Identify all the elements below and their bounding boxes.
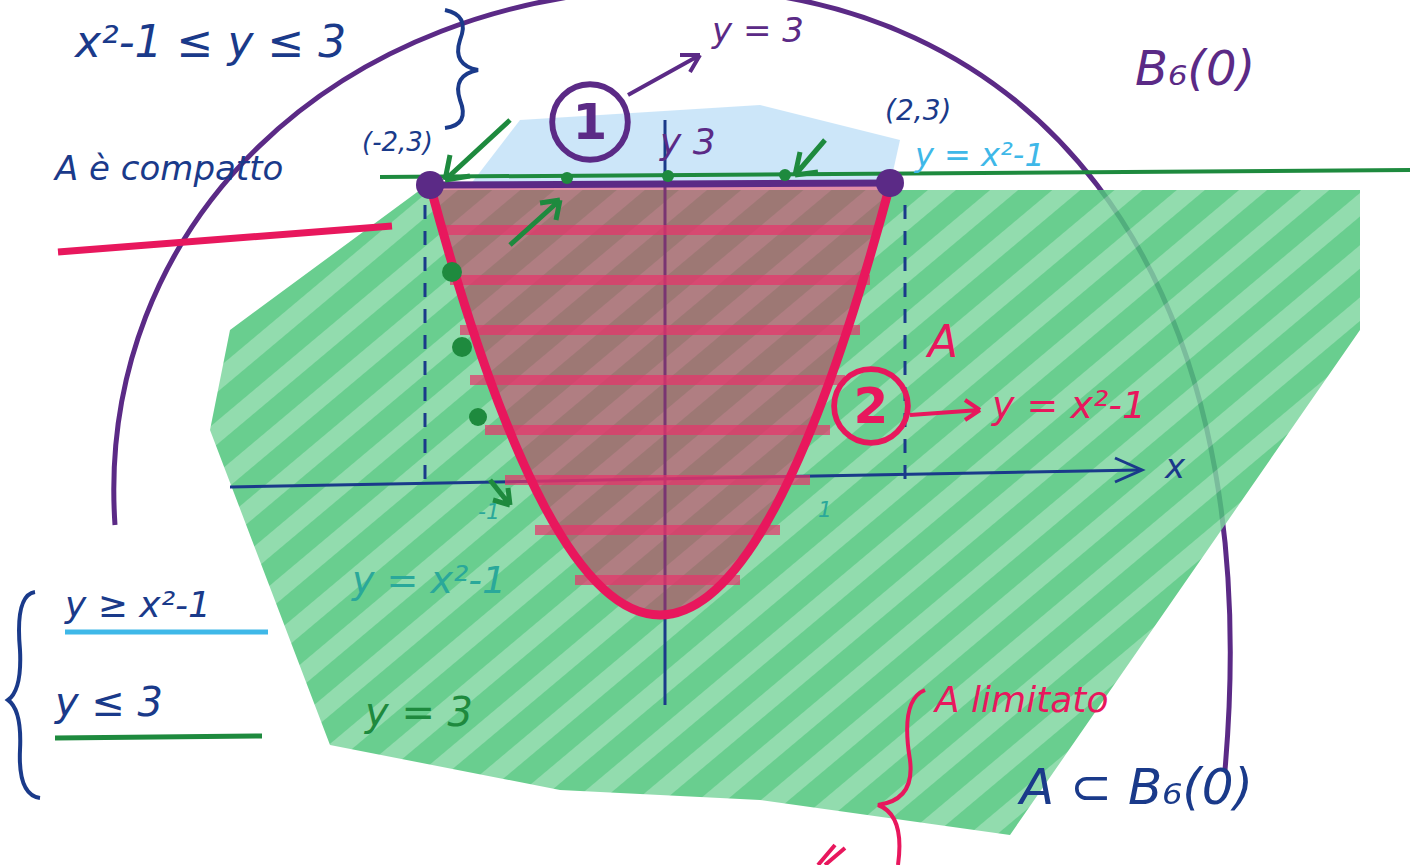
circled-number: 2 [830,365,912,447]
inequality: y ≥ x²-1 [65,585,211,625]
ball-label: B₆(0) [1135,42,1255,95]
equation-label: y = x²-1 [352,560,506,602]
point-label: (-2,3) [362,128,433,157]
equation-label: y 3 [660,122,716,162]
inequality: x²-1 ≤ y ≤ 3 [75,18,346,66]
equation-label: y = 3 [365,690,473,734]
circled-number: 1 [548,80,632,164]
axis-label: x [1165,448,1185,485]
equation-label: y = 3 [712,12,804,49]
equation-label: y = x²-1 [915,138,1045,173]
inequality: y ≤ 3 [55,680,163,724]
tick-label: -1 [478,500,500,524]
equation-label: y = x²-1 [992,385,1146,427]
node-text: 1 [573,93,608,151]
tick-label: 1 [818,498,832,522]
note: A ⊂ B₆(0) [1020,760,1253,815]
node-text: 2 [854,377,889,435]
note: A limitato [935,680,1108,720]
note: A è compatto [55,150,283,187]
region-label: A [928,318,958,366]
point-label: (2,3) [885,96,951,127]
